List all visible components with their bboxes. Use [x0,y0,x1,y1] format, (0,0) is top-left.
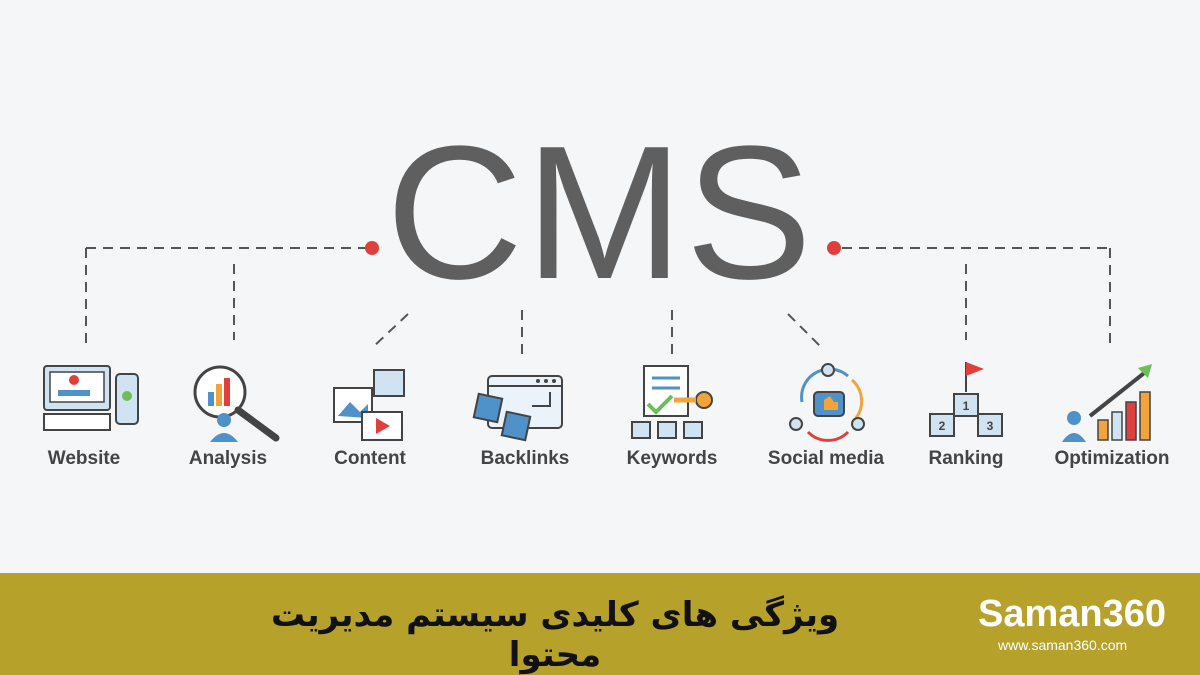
connector-social-media [787,313,823,349]
brand-url[interactable]: www.saman360.com [998,637,1128,653]
content-icon [333,369,405,441]
label-content: Content [334,448,406,469]
label-ranking: Ranking [928,448,1004,469]
keywords-icon [631,365,713,439]
label-social-media: Social media [767,448,885,469]
feature-labels: Website Analysis Content Backlinks Keywo… [0,448,1200,478]
diagram: 1 2 3 CMS Website Analysis Content Backl… [0,107,1200,478]
connector-lines: 1 2 3 [43,241,1152,442]
persian-title: ویژگی های کلیدی سیستم مدیریت محتوا [270,595,840,675]
svg-text:2: 2 [939,419,946,433]
svg-text:1: 1 [963,399,970,413]
analysis-icon [193,365,280,442]
right-red-dot [827,241,841,255]
connector-content [371,313,409,349]
backlinks-icon [472,375,563,442]
brand-logo: Saman360 [978,593,1167,635]
social-media-icon [789,363,865,442]
footer-banner: ویژگی های کلیدی سیستم مدیریت محتوا Saman… [0,573,1200,675]
svg-text:3: 3 [987,419,994,433]
label-backlinks: Backlinks [480,448,570,469]
website-icon [43,365,139,431]
label-optimization: Optimization [1054,448,1170,469]
label-analysis: Analysis [188,448,268,469]
left-red-dot [365,241,379,255]
cms-title: CMS [385,107,815,319]
optimization-icon [1062,364,1152,442]
label-keywords: Keywords [626,448,718,469]
ranking-icon: 1 2 3 [929,362,1003,437]
label-website: Website [47,448,121,469]
